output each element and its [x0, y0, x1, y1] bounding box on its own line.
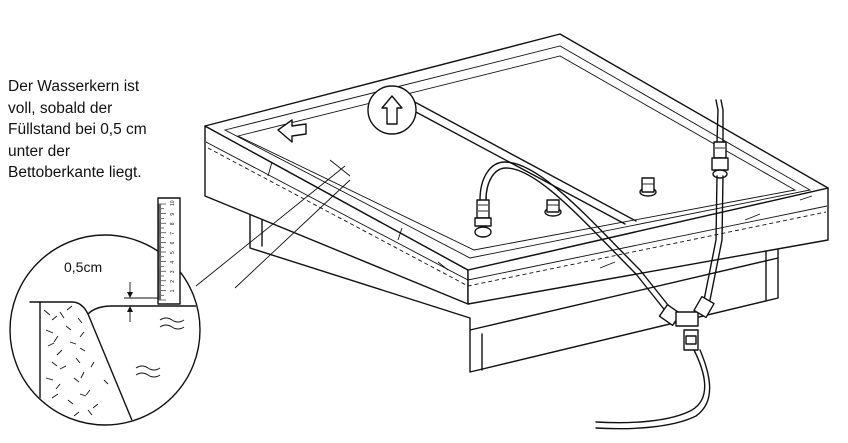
fill-hose [479, 99, 724, 430]
ruler-number: 10 [170, 200, 176, 206]
direction-arrow-left-icon [277, 119, 307, 143]
measure-label: 0,5cm [64, 259, 102, 275]
ruler-number: 6 [170, 241, 176, 244]
ruler-number: 5 [170, 251, 176, 254]
water-mattress [204, 33, 829, 305]
ruler-number: 8 [170, 222, 176, 225]
ruler-number: 2 [170, 280, 176, 283]
ruler-number: 7 [170, 232, 176, 235]
valve [639, 177, 657, 197]
y-connector [658, 295, 715, 351]
measurement-indicator: 0,5cm [64, 259, 158, 322]
detail-callout [9, 165, 351, 426]
ruler-number: 4 [170, 261, 176, 264]
measuring-ruler: 1 2 3 4 5 6 7 8 9 10 [157, 197, 181, 305]
ruler-number: 3 [170, 270, 176, 273]
valve [544, 199, 562, 217]
ruler-number: 1 [170, 289, 176, 292]
valve [711, 141, 729, 179]
ruler-number: 9 [170, 213, 176, 216]
instruction-text: Der Wasserkern ist voll, sobald der Füll… [8, 78, 147, 181]
valve [474, 199, 492, 238]
direction-arrow-up-icon [367, 85, 417, 135]
